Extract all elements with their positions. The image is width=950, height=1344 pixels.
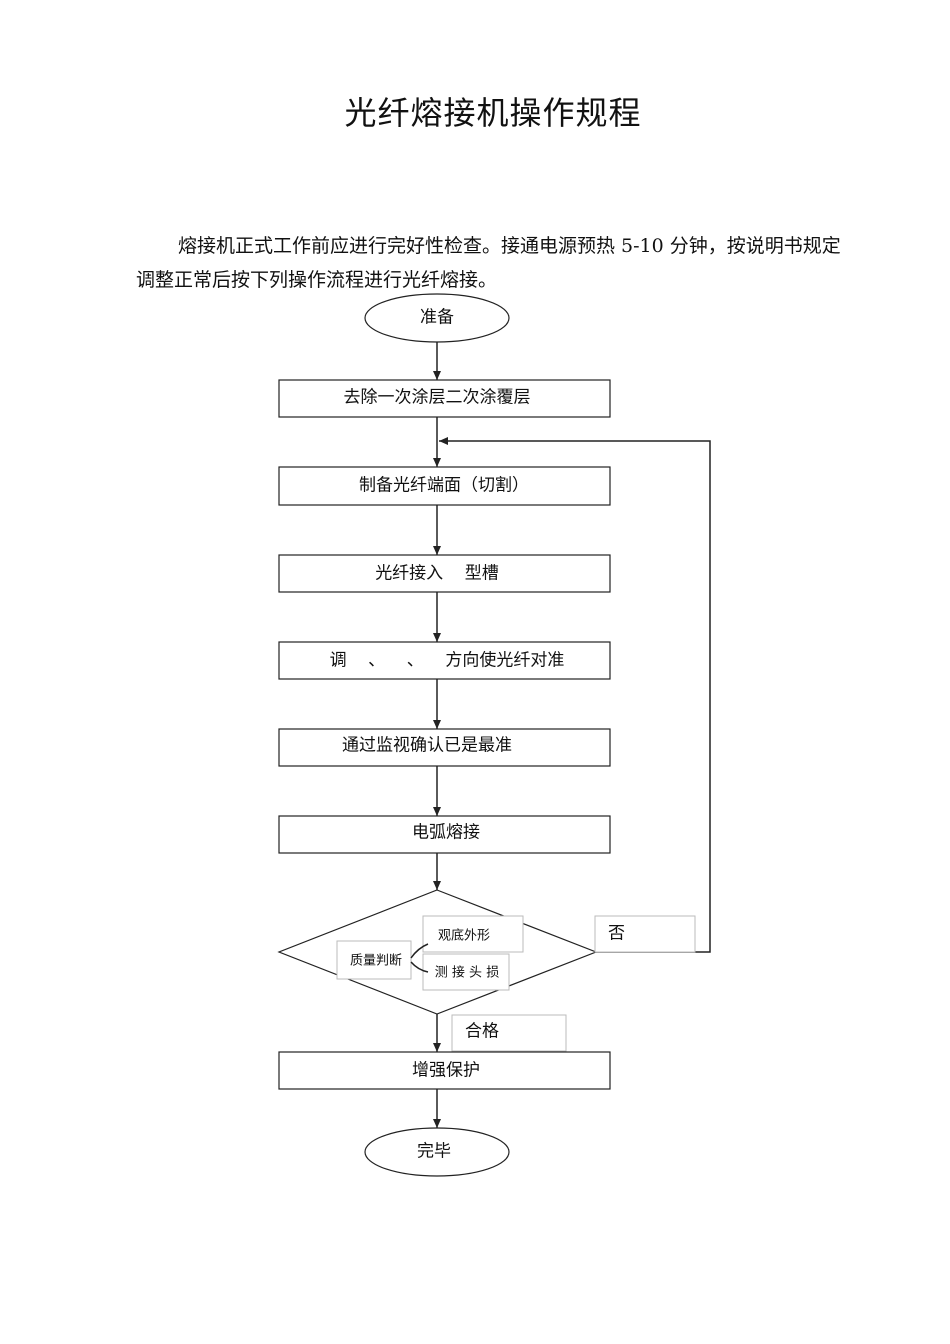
measure-loss-label: 测 接 头 损 — [435, 965, 499, 981]
step-confirm-monitor: 通过监视确认已是最准 — [278, 728, 611, 767]
step-confirm-monitor-label: 通过监视确认已是最准 — [342, 736, 512, 756]
step-align-fiber: 调 、 、 方向使光纤对准 — [278, 641, 611, 680]
step-arc-fusion: 电弧熔接 — [278, 815, 611, 854]
step-align-fiber-label: 调 、 、 方向使光纤对准 — [330, 650, 565, 671]
end-node: 完毕 — [364, 1127, 510, 1177]
quality-judgement-label: 质量判断 — [350, 954, 402, 969]
pass-branch-label: 合格 — [465, 1022, 499, 1042]
bracket-line-upper — [410, 943, 429, 959]
start-node: 准备 — [364, 293, 510, 343]
step-insert-fiber: 光纤接入 型槽 — [278, 554, 611, 593]
document-title: 光纤熔接机操作规程 — [344, 94, 642, 132]
step-reinforce-label: 增强保护 — [412, 1061, 480, 1081]
start-node-label: 准备 — [420, 308, 454, 328]
intro-paragraph: 熔接机正式工作前应进行完好性检查。接通电源预热 5-10 分钟，按说明书规定调整… — [136, 235, 841, 291]
bracket-line-lower — [410, 961, 429, 973]
measure-loss-box — [422, 953, 510, 991]
end-node-label: 完毕 — [417, 1142, 451, 1162]
step-reinforce: 增强保护 — [278, 1051, 611, 1090]
step-prepare-end-face: 制备光纤端面（切割） — [278, 466, 611, 506]
step-prepare-end-face-label: 制备光纤端面（切割） — [359, 476, 529, 496]
inspect-appearance-box — [422, 915, 524, 953]
step-remove-coating-label: 去除一次涂层二次涂覆层 — [344, 388, 531, 408]
inspect-appearance-label: 观底外形 — [438, 928, 490, 944]
step-arc-fusion-label: 电弧熔接 — [412, 823, 480, 843]
no-branch: 否 — [594, 915, 696, 953]
quality-decision: 质量判断 观底外形 测 接 头 损 — [277, 889, 598, 1015]
loop-back-arrow — [439, 437, 711, 953]
step-insert-fiber-label: 光纤接入 型槽 — [375, 564, 499, 584]
no-branch-label: 否 — [608, 924, 625, 944]
pass-branch: 合格 — [451, 1014, 567, 1052]
step-remove-coating: 去除一次涂层二次涂覆层 — [278, 379, 611, 418]
quality-judgement-box — [336, 940, 412, 980]
